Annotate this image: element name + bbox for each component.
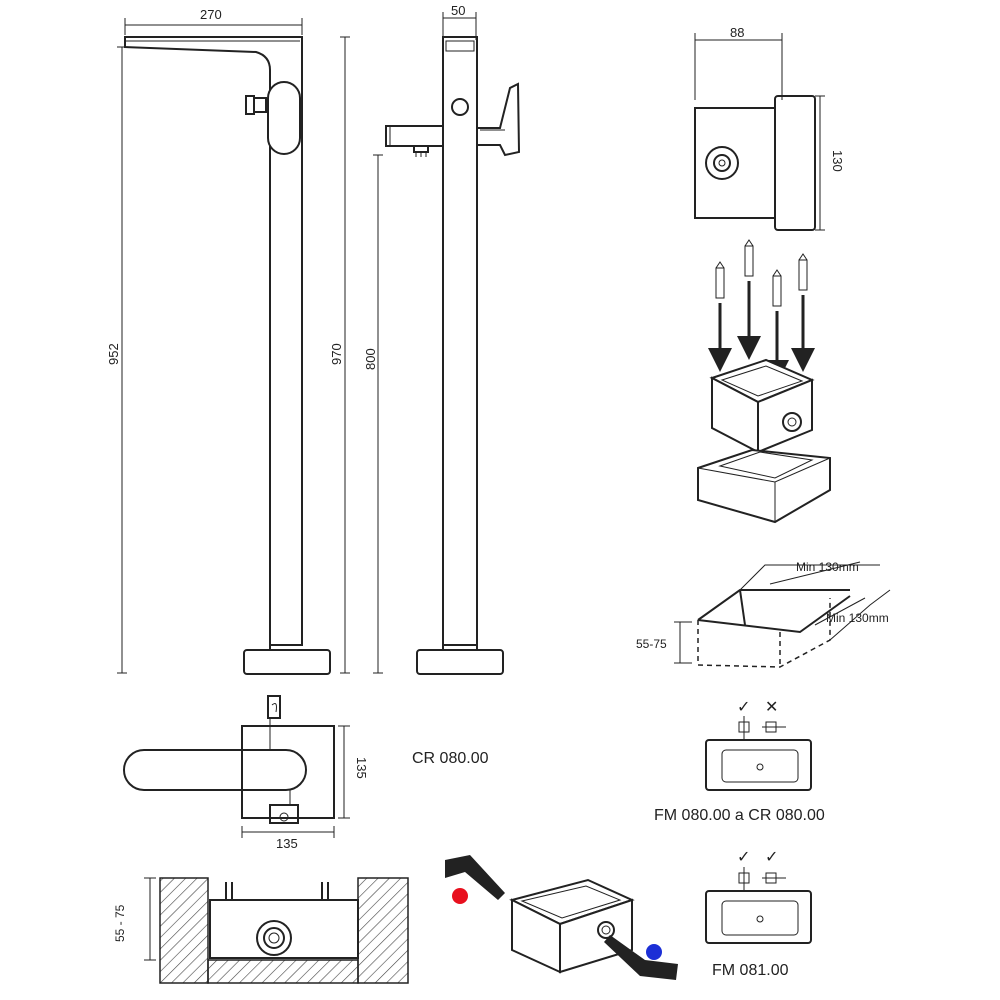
arrow-down-icon xyxy=(708,281,815,384)
anchor-bolt-icon xyxy=(715,239,808,307)
model-label-combo: FM 080.00 a CR 080.00 xyxy=(654,807,825,824)
dim-plate-height: 135 xyxy=(354,757,369,779)
recess-diagram: Min 130mm Min 130mm 55-75 xyxy=(636,560,891,668)
dim-column-width: 50 xyxy=(451,3,465,18)
dim-spout-reach: 270 xyxy=(200,7,222,22)
dim-spout-height: 800 xyxy=(363,348,378,370)
check-icon: ✓ xyxy=(737,849,750,866)
hot-water-dot-icon xyxy=(452,888,468,904)
model-label-alt: FM 081.00 xyxy=(712,962,789,979)
dim-box-height: 130 xyxy=(830,150,845,172)
connection-box xyxy=(445,855,678,980)
dim-install-depth-bottom: 55 - 75 xyxy=(113,904,127,942)
knob-cap xyxy=(245,95,255,115)
top-view: 135 135 xyxy=(123,695,369,851)
box-side-view: 88 130 xyxy=(694,25,845,231)
knob xyxy=(253,97,267,113)
dim-min-width-b: Min 130mm xyxy=(826,611,889,625)
dim-install-depth-top: 55-75 xyxy=(636,637,667,651)
check-icon: ✓ xyxy=(737,699,750,716)
cross-icon: ✕ xyxy=(765,699,778,716)
dim-box-depth: 88 xyxy=(730,25,744,40)
check-icon: ✓ xyxy=(765,849,778,866)
front-elevation: 270 952 970 xyxy=(106,7,350,675)
floor-section: 55 - 75 xyxy=(113,877,409,984)
side-elevation: 50 800 xyxy=(363,3,521,675)
variant-combo: ✓ ✕ FM 080.00 a CR 080.00 xyxy=(654,699,825,824)
dim-total-height-970: 970 xyxy=(329,343,344,365)
variant-alt: ✓ ✓ FM 081.00 xyxy=(705,849,812,979)
lever-handle xyxy=(267,81,301,155)
model-label-main: CR 080.00 xyxy=(412,750,489,767)
dim-min-width-a: Min 130mm xyxy=(796,560,859,574)
base-plate xyxy=(243,649,331,675)
cold-water-dot-icon xyxy=(646,944,662,960)
dim-plate-width: 135 xyxy=(276,836,298,851)
anchor-assembly xyxy=(697,239,831,524)
dim-total-height-952: 952 xyxy=(106,343,121,365)
